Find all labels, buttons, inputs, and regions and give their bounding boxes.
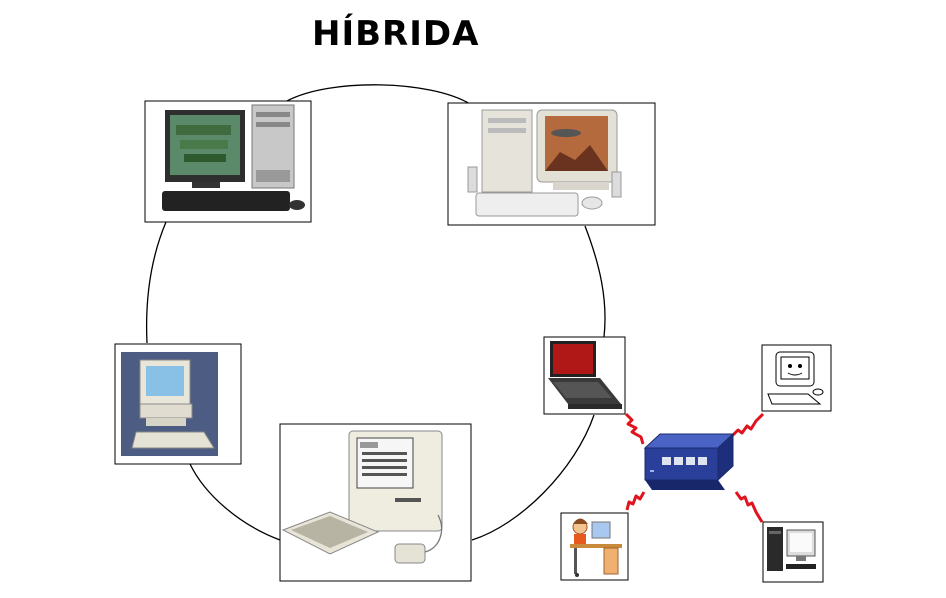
- star-link-desktop-small: [734, 491, 764, 523]
- diagram-title: HÍBRIDA: [312, 14, 480, 54]
- star-node-cartoon-computer: [761, 344, 832, 412]
- star-node-person-at-computer: [560, 512, 629, 581]
- star-link-cartoon-computer: [730, 412, 765, 438]
- ring-node-desktop-dark-monitor: [144, 100, 312, 223]
- star-link-laptop: [624, 412, 645, 445]
- star-link-person-computer: [625, 491, 646, 511]
- ring-node-retro-desktop: [114, 343, 242, 465]
- ring-node-desktop-beige-tower: [447, 102, 656, 226]
- ring-node-macintosh-classic: [279, 423, 472, 582]
- ring-connection-line: [145, 84, 606, 541]
- ring-node-laptop: [543, 336, 626, 415]
- network-switch-icon: [643, 432, 735, 490]
- star-links: [624, 412, 765, 523]
- star-node-desktop-small: [762, 521, 824, 583]
